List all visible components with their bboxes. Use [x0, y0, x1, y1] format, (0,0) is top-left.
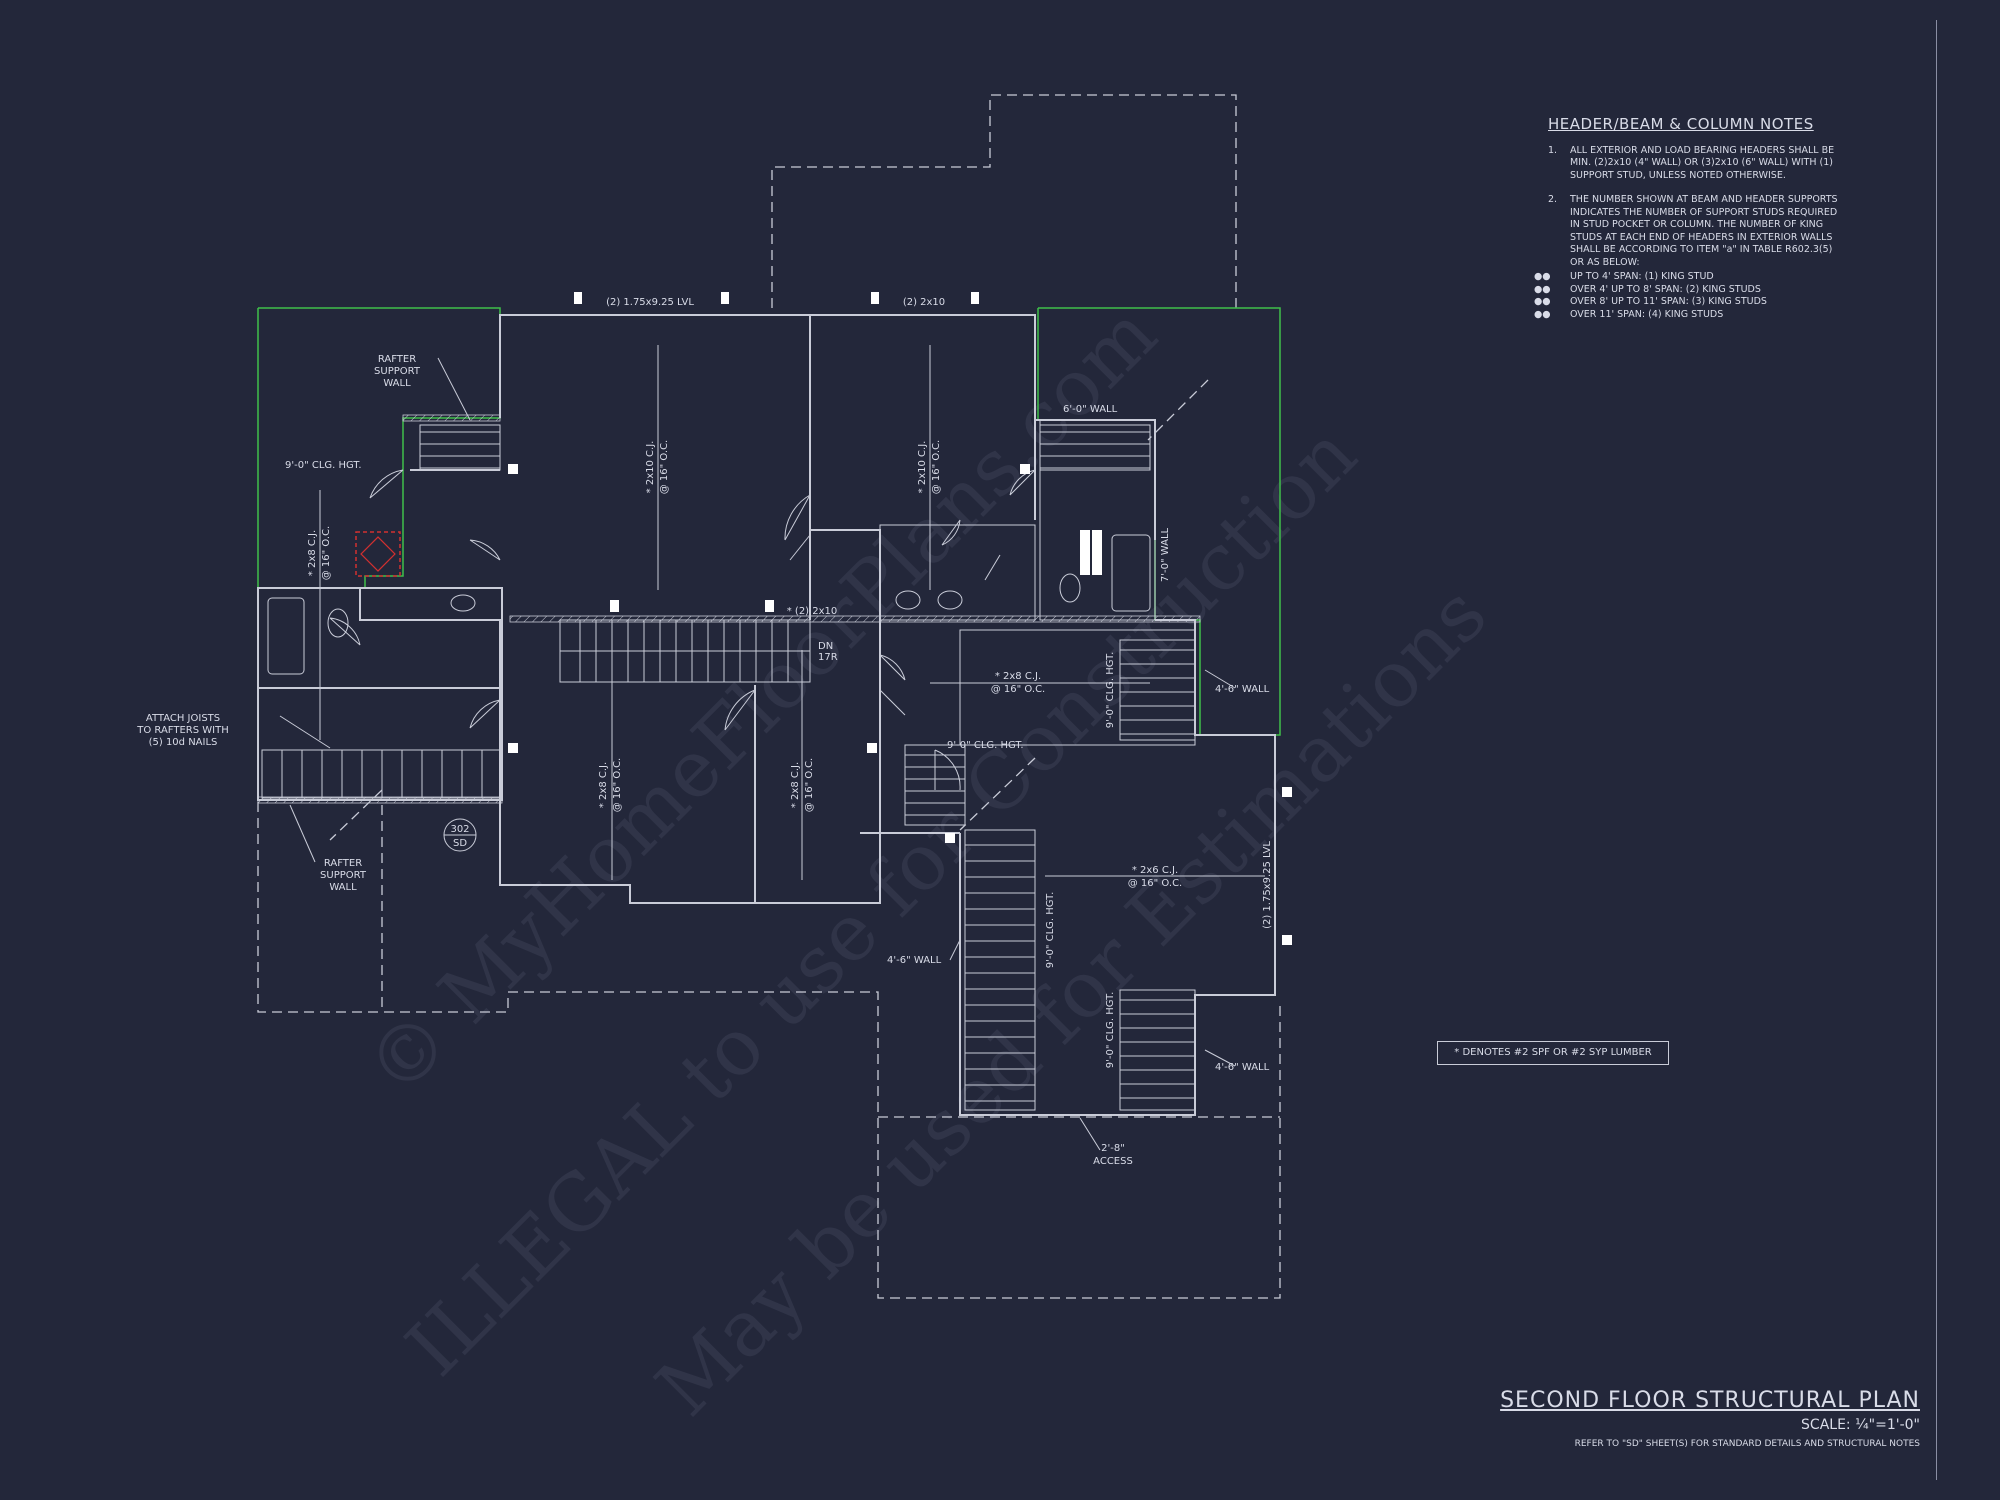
- svg-text:@ 16" O.C.: @ 16" O.C.: [991, 684, 1046, 695]
- drawing-reference: REFER TO "SD" SHEET(S) FOR STANDARD DETA…: [1574, 1439, 1920, 1449]
- svg-text:* 2x8 C.J.: * 2x8 C.J.: [995, 671, 1041, 682]
- svg-text:* 2x6 C.J.: * 2x6 C.J.: [1132, 865, 1178, 876]
- svg-text:@ 16" O.C.: @ 16" O.C.: [659, 440, 670, 495]
- svg-text:WALL: WALL: [383, 378, 411, 389]
- svg-text:RAFTER: RAFTER: [324, 858, 362, 869]
- svg-text:RAFTER: RAFTER: [378, 354, 416, 365]
- list-item: ●●OVER 8' UP TO 11' SPAN: (3) KING STUDS: [1534, 296, 1767, 307]
- svg-text:@ 16" O.C.: @ 16" O.C.: [931, 440, 942, 495]
- king-stud-list: ●●UP TO 4' SPAN: (1) KING STUD ●●OVER 4'…: [1534, 271, 1838, 321]
- svg-text:6'-0" WALL: 6'-0" WALL: [1063, 404, 1118, 415]
- svg-text:4'-6" WALL: 4'-6" WALL: [1215, 684, 1270, 695]
- svg-text:DN: DN: [818, 641, 833, 652]
- bathtub-right: [1111, 534, 1151, 612]
- svg-text:* 2x8 C.J.: * 2x8 C.J.: [598, 762, 609, 808]
- svg-text:SUPPORT: SUPPORT: [374, 366, 421, 377]
- svg-text:9'-0" CLG. HGT.: 9'-0" CLG. HGT.: [1105, 992, 1116, 1069]
- stairs-and-ladders: [261, 424, 1196, 1111]
- svg-text:ACCESS: ACCESS: [1093, 1156, 1133, 1167]
- svg-text:2'-8": 2'-8": [1101, 1143, 1125, 1154]
- fixtures: [267, 530, 1151, 675]
- title-block: SECOND FLOOR STRUCTURAL PLAN SCALE: ¼"=1…: [1500, 1388, 1920, 1449]
- clg-hgt-center: 9'-0" CLG. HGT.: [947, 740, 1024, 751]
- notes-title: HEADER/BEAM & COLUMN NOTES: [1548, 115, 1814, 133]
- sheet-border-line: [1936, 20, 1937, 1480]
- svg-text:17R: 17R: [818, 652, 838, 663]
- svg-text:9'-0" CLG. HGT.: 9'-0" CLG. HGT.: [1105, 652, 1116, 729]
- svg-text:* 2x10 C.J.: * 2x10 C.J.: [645, 441, 656, 494]
- drawing-scale: SCALE: ¼"=1'-0": [1801, 1417, 1920, 1433]
- svg-text:WALL: WALL: [329, 882, 357, 893]
- shelving: [1080, 530, 1090, 575]
- svg-text:ATTACH JOISTS: ATTACH JOISTS: [146, 713, 220, 724]
- svg-text:@ 16" O.C.: @ 16" O.C.: [321, 526, 332, 581]
- beam-label-mid: * (2) 2x10: [787, 606, 838, 617]
- svg-text:4'-6" WALL: 4'-6" WALL: [887, 955, 942, 966]
- lumber-legend-box: * DENOTES #2 SPF OR #2 SYP LUMBER: [1437, 1041, 1669, 1065]
- list-item: ●●UP TO 4' SPAN: (1) KING STUD: [1534, 271, 1714, 282]
- list-item: ●●OVER 4' UP TO 8' SPAN: (2) KING STUDS: [1534, 283, 1761, 295]
- note-item: 1. ALL EXTERIOR AND LOAD BEARING HEADERS…: [1548, 144, 1835, 181]
- svg-text:* 2x8 C.J.: * 2x8 C.J.: [790, 762, 801, 808]
- svg-text:9'-0" CLG. HGT.: 9'-0" CLG. HGT.: [1045, 892, 1056, 969]
- note-item: 2. THE NUMBER SHOWN AT BEAM AND HEADER S…: [1548, 194, 1838, 268]
- svg-text:4'-6" WALL: 4'-6" WALL: [1215, 1062, 1270, 1073]
- toilet-left: [327, 608, 349, 638]
- svg-text:SUPPORT: SUPPORT: [320, 870, 367, 881]
- svg-text:SD: SD: [453, 838, 467, 849]
- svg-text:* 2x10 C.J.: * 2x10 C.J.: [917, 441, 928, 494]
- beam-label-top-left: (2) 1.75x9.25 LVL: [606, 297, 694, 308]
- svg-text:302: 302: [450, 824, 469, 835]
- beam-support-posts: [508, 292, 1292, 945]
- bathtub-left: [267, 597, 305, 675]
- header-beam-column-notes: HEADER/BEAM & COLUMN NOTES 1. ALL EXTERI…: [1534, 115, 1838, 321]
- list-item: ●●OVER 11' SPAN: (4) KING STUDS: [1534, 308, 1724, 320]
- joist-span-arrows: [319, 345, 1265, 880]
- clg-hgt-left: 9'-0" CLG. HGT.: [285, 460, 362, 471]
- svg-text:@ 16" O.C.: @ 16" O.C.: [612, 758, 623, 813]
- svg-text:@ 16" O.C.: @ 16" O.C.: [1128, 878, 1183, 889]
- section-tag: 302 SD: [443, 818, 477, 852]
- toilet-right: [1059, 573, 1081, 603]
- roof-outline-dashed: [257, 94, 1281, 1299]
- sink-a: [895, 590, 921, 610]
- sink-b: [937, 590, 963, 610]
- drawing-title: SECOND FLOOR STRUCTURAL PLAN: [1500, 1388, 1920, 1413]
- svg-text:(5) 10d NAILS: (5) 10d NAILS: [149, 737, 218, 748]
- sink-left: [450, 594, 476, 612]
- plan-labels: (2) 1.75x9.25 LVL (2) 2x10 * (2) 2x10 (2…: [136, 297, 1273, 1167]
- svg-text:7'-0" WALL: 7'-0" WALL: [1160, 527, 1171, 582]
- svg-text:TO RAFTERS WITH: TO RAFTERS WITH: [136, 725, 228, 736]
- svg-text:@ 16" O.C.: @ 16" O.C.: [804, 758, 815, 813]
- beam-label-right: (2) 1.75x9.25 LVL: [1262, 841, 1273, 929]
- beam-label-top-right: (2) 2x10: [903, 297, 945, 308]
- svg-text:* 2x8 C.J.: * 2x8 C.J.: [307, 530, 318, 576]
- door-swings: [329, 469, 1036, 791]
- bearing-walls-hatched: [257, 414, 1201, 804]
- attic-access-marker: [355, 531, 401, 577]
- leader-lines: [279, 357, 1236, 1151]
